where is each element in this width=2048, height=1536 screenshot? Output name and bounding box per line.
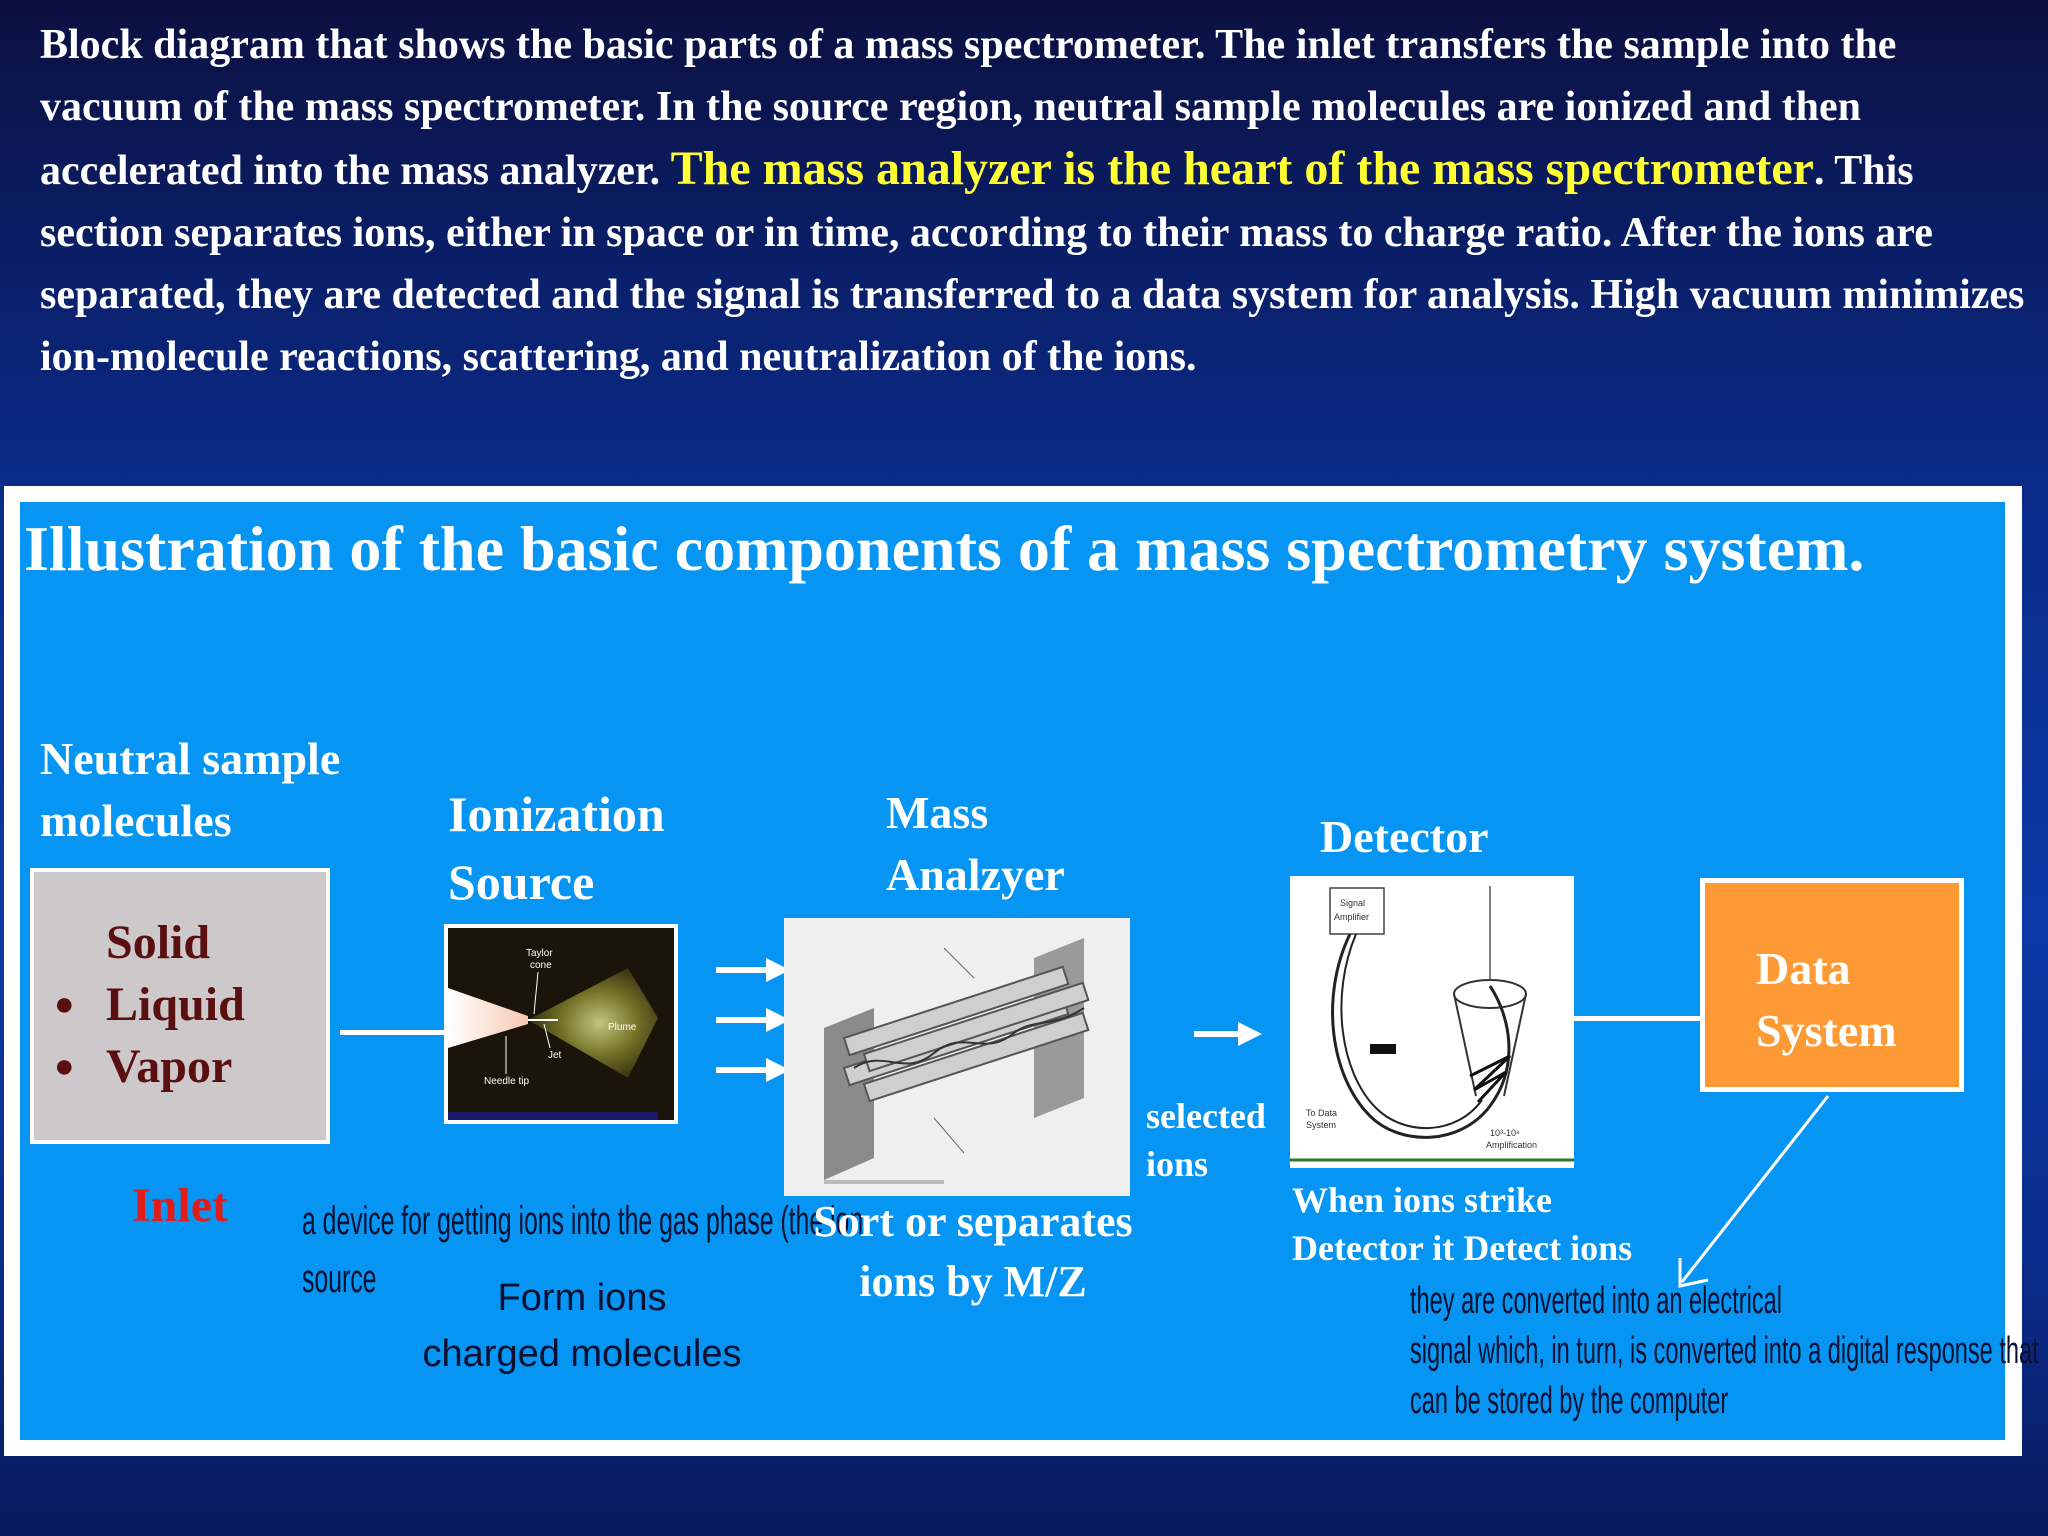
form-ions-line1: Form ions xyxy=(497,1277,667,1319)
ionization-line1: Ionization xyxy=(448,786,665,842)
inlet-states-list: Solid ● Liquid ● Vapor xyxy=(54,912,245,1098)
signal-amp-label-2: Amplifier xyxy=(1334,912,1369,922)
signal-amp-label: Signal xyxy=(1340,898,1365,908)
ion-source-desc-line1: a device for getting ions into the gas p… xyxy=(302,1199,864,1243)
detector-label: Detector xyxy=(1320,811,1489,862)
selected-ions-label: selected ions xyxy=(1146,1092,1266,1188)
form-ions-line2: charged molecules xyxy=(422,1333,742,1375)
analyzer-desc-line2: ions by M/Z xyxy=(859,1257,1087,1306)
inlet-box xyxy=(30,868,330,1144)
electrospray-image: Taylor cone Plume Jet Needle tip xyxy=(448,928,674,1120)
intro-text-part2: . This section separates ions, either in… xyxy=(40,148,2025,380)
data-system-line2: System xyxy=(1756,1005,1897,1056)
mass-analyzer-line1: Mass xyxy=(886,787,989,838)
ion-source-desc-line2: source xyxy=(302,1257,377,1301)
data-system-label: Data System xyxy=(1756,938,1897,1062)
intro-paragraph: Block diagram that shows the basic parts… xyxy=(40,14,2030,388)
intro-highlight: The mass analyzer is the heart of the ma… xyxy=(670,142,1814,195)
inlet-item: ● Liquid xyxy=(54,974,245,1036)
ionization-photo: Taylor cone Plume Jet Needle tip xyxy=(444,924,678,1124)
diagram-title: Illustration of the basic components of … xyxy=(24,513,1865,584)
inlet-label: Inlet xyxy=(132,1179,228,1232)
data-note-line3: can be stored by the computer xyxy=(1410,1380,1729,1422)
selected-ions-arrow xyxy=(1194,1022,1262,1046)
form-ions-note: Form ions charged molecules xyxy=(402,1270,762,1382)
jet-label: Jet xyxy=(548,1050,562,1061)
bullet-icon: ● xyxy=(54,1048,75,1085)
electron-multiplier-drawing: Signal Amplifier To Data System 10³-10⁸ … xyxy=(1290,876,1574,1168)
inlet-item-solid: Solid xyxy=(106,916,211,969)
inlet-item: Solid xyxy=(54,912,245,974)
inlet-item: ● Vapor xyxy=(54,1036,245,1098)
mass-analyzer-description: Sort or separates ions by M/Z xyxy=(800,1192,1146,1312)
selected-ions-line1: selected xyxy=(1146,1096,1266,1136)
detector-desc-line2: Detector it Detect ions xyxy=(1292,1228,1633,1268)
connector-line xyxy=(1574,1016,1706,1021)
intro-text-part1: Block diagram that shows the basic parts… xyxy=(40,22,1897,194)
ionization-line2: Source xyxy=(448,854,595,910)
plume-label: Plume xyxy=(608,1022,637,1033)
detector-desc-line1: When ions strike xyxy=(1292,1180,1553,1220)
ionization-source-label: Ionization Source xyxy=(448,780,665,916)
inlet-item-vapor: Vapor xyxy=(106,1040,233,1093)
detector-image: Signal Amplifier To Data System 10³-10⁸ … xyxy=(1290,876,1574,1168)
detector-description: When ions strike Detector it Detect ions xyxy=(1292,1176,1632,1272)
amplification-label-2: Amplification xyxy=(1486,1140,1537,1150)
amplification-label: 10³-10⁸ xyxy=(1490,1128,1520,1138)
needle-tip-label: Needle tip xyxy=(484,1076,529,1087)
quadrupole-image xyxy=(784,918,1130,1196)
mass-analyzer-label: Mass Analzyer xyxy=(886,782,1065,906)
taylor-cone-label: Taylor xyxy=(526,948,553,959)
taylor-cone-label-2: cone xyxy=(530,960,552,971)
analyzer-desc-line1: Sort or separates xyxy=(813,1197,1133,1246)
data-note-arrow xyxy=(1678,1095,1830,1288)
ion-beam-arrows xyxy=(716,958,790,1082)
inlet-item-liquid: Liquid xyxy=(106,978,245,1031)
neutral-sample-line1: Neutral sample xyxy=(40,733,341,784)
neutral-sample-line2: molecules xyxy=(40,795,232,846)
bullet-icon: ● xyxy=(54,986,75,1023)
ion-source-description: a device for getting ions into the gas p… xyxy=(302,1192,863,1308)
to-data-system-label: To Data xyxy=(1306,1108,1337,1118)
data-conversion-note: they are converted into an electrical si… xyxy=(1410,1276,2039,1426)
connector-line xyxy=(340,1030,446,1035)
data-note-line1: they are converted into an electrical xyxy=(1410,1280,1782,1322)
quadrupole-drawing xyxy=(784,918,1130,1196)
to-data-system-label-2: System xyxy=(1306,1120,1336,1130)
data-note-line2: signal which, in turn, is converted into… xyxy=(1410,1330,2039,1372)
data-system-line1: Data xyxy=(1756,943,1851,994)
mass-analyzer-line2: Analzyer xyxy=(886,849,1065,900)
neutral-sample-label: Neutral sample molecules xyxy=(40,728,340,852)
data-system-box xyxy=(1700,878,1964,1092)
selected-ions-line2: ions xyxy=(1146,1144,1209,1184)
